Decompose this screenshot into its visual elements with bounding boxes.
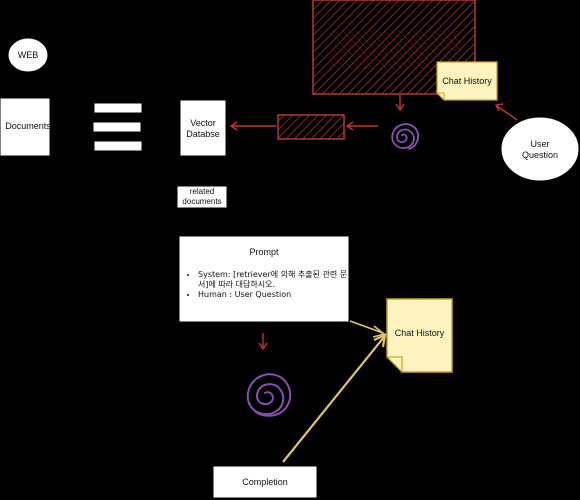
user-question-node	[500, 116, 580, 182]
web-node	[7, 37, 49, 73]
arrow-hatched-to-spiral	[395, 95, 405, 112]
document-chunks	[92, 102, 143, 152]
spiral-icon	[246, 373, 292, 417]
chat-history-note-top	[436, 61, 498, 101]
related-documents-node	[176, 185, 228, 209]
arrow-prompt-to-spiral	[258, 333, 268, 351]
chat-history-note-bottom	[386, 298, 453, 373]
vector-database-node	[179, 99, 227, 157]
spiral-icon	[391, 123, 420, 150]
top-hatched-block	[312, 0, 476, 95]
prompt-node	[178, 235, 350, 323]
middle-hatched-block	[277, 114, 345, 140]
prompt-item-list: System: [retriever에 의해 추출된 관련 문서]에 따라 대답…	[186, 270, 350, 300]
prompt-item-system: System: [retriever에 의해 추출된 관련 문서]에 따라 대답…	[198, 270, 350, 290]
completion-node	[212, 465, 318, 499]
prompt-item-human: Human : User Question	[198, 290, 350, 300]
documents-node	[0, 97, 51, 157]
arrow-completion-to-chat-history	[282, 333, 387, 463]
arrow-prompt-to-chat-history	[349, 320, 386, 338]
arrow-block-to-vector-db	[229, 121, 276, 131]
arrow-spiral-to-block	[345, 121, 378, 131]
arrow-user-to-chat-history	[494, 103, 518, 121]
